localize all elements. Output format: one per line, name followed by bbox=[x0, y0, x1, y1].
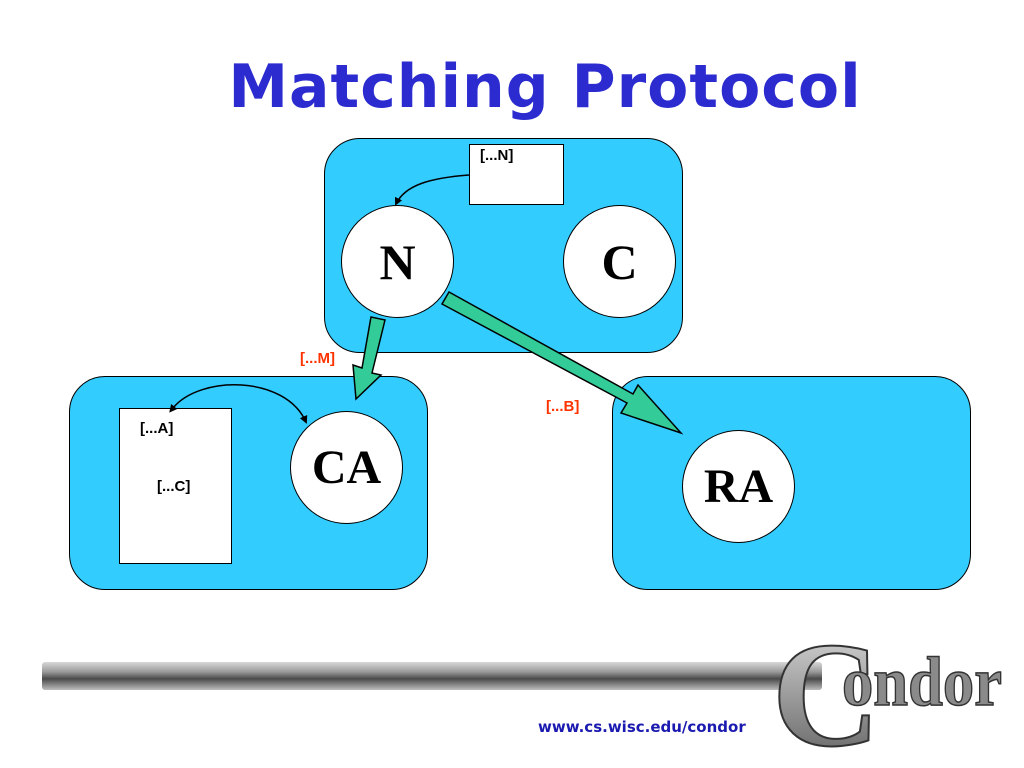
top-classad-doc bbox=[469, 144, 564, 205]
arrow-label-to-ra: [...B] bbox=[546, 398, 580, 415]
right-machine-box bbox=[612, 376, 971, 590]
footer-url[interactable]: www.cs.wisc.edu/condor bbox=[538, 718, 746, 736]
footer-bar bbox=[42, 662, 822, 690]
doc-ca-exchange-arrow bbox=[169, 384, 308, 424]
left-doc-label-a: [...A] bbox=[140, 420, 174, 437]
node-ca: CA bbox=[290, 411, 403, 524]
node-ra: RA bbox=[682, 430, 795, 543]
n-to-ra-arrow bbox=[440, 290, 684, 435]
slide-title: Matching Protocol bbox=[228, 52, 862, 122]
node-c: C bbox=[563, 205, 676, 318]
top-doc-label: [...N] bbox=[480, 147, 514, 164]
n-to-ca-arrow bbox=[352, 316, 386, 401]
svg-text:C: C bbox=[772, 612, 880, 768]
doc-to-n-arrow bbox=[394, 174, 470, 206]
svg-text:ondor: ondor bbox=[842, 644, 1002, 721]
left-classad-doc bbox=[119, 408, 232, 564]
node-n: N bbox=[341, 205, 454, 318]
arrow-label-to-ca: [...M] bbox=[300, 350, 335, 367]
condor-logo: C ondor bbox=[771, 611, 1003, 768]
left-doc-label-c: [...C] bbox=[157, 478, 191, 495]
